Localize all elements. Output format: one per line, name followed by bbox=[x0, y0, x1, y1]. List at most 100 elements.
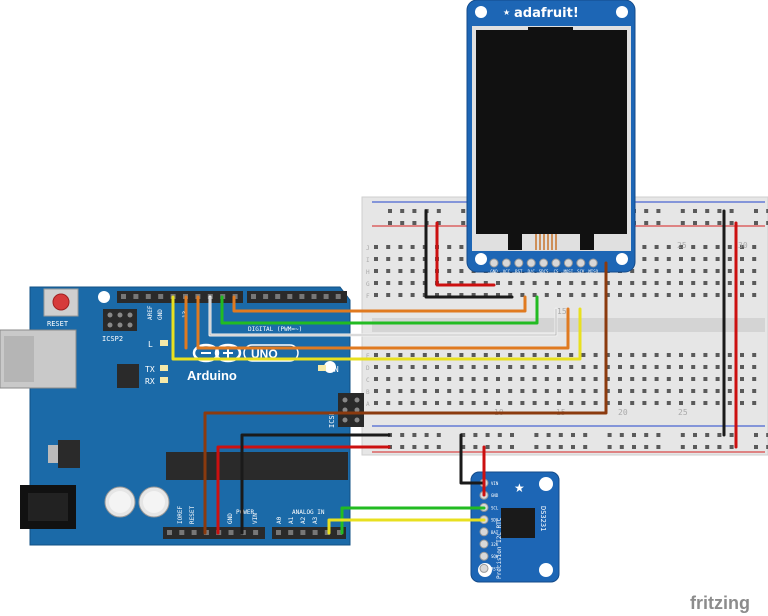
aref-label: AREF bbox=[147, 305, 154, 320]
breadboard-hole bbox=[740, 365, 744, 369]
breadboard-hole bbox=[593, 365, 598, 369]
flex-cable bbox=[535, 234, 557, 250]
breadboard-hole bbox=[605, 377, 610, 381]
wire-orange-d8 bbox=[232, 295, 527, 313]
breadboard-hole bbox=[410, 353, 415, 357]
breadboard-hole bbox=[520, 293, 525, 297]
header-pin bbox=[275, 294, 281, 299]
tx-label: TX bbox=[145, 365, 155, 374]
rail-hole bbox=[619, 445, 624, 449]
rail-hole bbox=[680, 445, 685, 449]
breadboard-hole bbox=[374, 377, 378, 381]
breadboard-hole bbox=[581, 293, 586, 297]
breadboard-hole bbox=[727, 281, 732, 285]
breadboard-hole bbox=[471, 377, 476, 381]
rail-hole bbox=[729, 433, 734, 437]
breadboard-hole bbox=[459, 269, 464, 273]
breadboard-hole bbox=[447, 293, 452, 297]
rtc-pin-label: RST bbox=[491, 566, 499, 571]
rtc-pin bbox=[479, 527, 489, 537]
breadboard-hole bbox=[544, 293, 549, 297]
breadboard-hole bbox=[544, 365, 549, 369]
digital-header-right bbox=[247, 291, 347, 303]
rtc-pin bbox=[479, 563, 489, 573]
breadboard-hole bbox=[569, 293, 574, 297]
rail-hole bbox=[510, 433, 514, 437]
breadboard-hole bbox=[386, 245, 391, 249]
breadboard-hole bbox=[569, 389, 574, 393]
breadboard-hole bbox=[447, 257, 452, 261]
breadboard-hole bbox=[715, 353, 720, 357]
wire-brown-miso bbox=[203, 261, 608, 535]
breadboard-hole bbox=[618, 401, 622, 405]
breadboard-hole bbox=[679, 269, 683, 273]
breadboard-hole bbox=[703, 389, 708, 393]
rail-hole bbox=[705, 209, 710, 213]
rail-hole bbox=[632, 445, 636, 449]
breadboard-hole bbox=[471, 365, 476, 369]
breadboard-hole bbox=[581, 365, 586, 369]
rail-hole bbox=[656, 209, 661, 213]
mount-hole bbox=[324, 361, 336, 373]
breadboard-hole bbox=[654, 365, 659, 369]
rail-hole bbox=[705, 221, 710, 225]
digital-label: DIGITAL (PWM=~) bbox=[248, 326, 302, 333]
breadboard-hole bbox=[642, 365, 647, 369]
breadboard-hole bbox=[727, 389, 732, 393]
breadboard-hole bbox=[435, 377, 439, 381]
rail-hole bbox=[656, 445, 661, 449]
wire-red-5v bbox=[216, 445, 391, 535]
breadboard-hole bbox=[532, 293, 537, 297]
tft-pin-label: D/C bbox=[528, 269, 536, 274]
breadboard-hole bbox=[386, 269, 391, 273]
tft-pin bbox=[551, 258, 561, 268]
header-pin bbox=[145, 294, 151, 299]
breadboard-hole bbox=[618, 353, 622, 357]
rail-hole bbox=[693, 209, 697, 213]
breadboard-hole bbox=[691, 365, 696, 369]
row-letter: G bbox=[366, 281, 370, 288]
power-label: POWER bbox=[236, 509, 254, 516]
wire-orange-d11 bbox=[196, 295, 570, 350]
tft-pin-label: GND bbox=[490, 269, 498, 274]
breadboard-hole bbox=[630, 389, 635, 393]
breadboard-hole bbox=[398, 389, 403, 393]
breadboard-hole bbox=[520, 377, 525, 381]
breadboard-hole bbox=[593, 401, 598, 405]
rtc-pin-label: SQW bbox=[491, 554, 499, 559]
row-letter: B bbox=[366, 389, 370, 396]
breadboard-hole bbox=[593, 293, 598, 297]
mount-hole bbox=[539, 563, 553, 577]
breadboard-hole bbox=[666, 353, 671, 357]
breadboard-hole bbox=[642, 401, 647, 405]
breadboard-hole bbox=[410, 377, 415, 381]
breadboard-hole bbox=[398, 377, 403, 381]
breadboard-hole bbox=[605, 401, 610, 405]
rail-hole bbox=[632, 433, 636, 437]
header-pin bbox=[276, 530, 281, 535]
breadboard-hole bbox=[581, 353, 586, 357]
breadboard-hole bbox=[630, 365, 635, 369]
tft-pin-label: SDCS bbox=[539, 269, 549, 274]
breadboard-hole bbox=[752, 401, 757, 405]
power-header bbox=[163, 527, 265, 539]
breadboard-hole bbox=[410, 401, 415, 405]
reset-button-cap[interactable] bbox=[52, 293, 70, 311]
breadboard-hole bbox=[740, 293, 744, 297]
breadboard-hole bbox=[569, 365, 574, 369]
breadboard-hole bbox=[496, 389, 500, 393]
breadboard-hole bbox=[715, 293, 720, 297]
breadboard-hole bbox=[605, 365, 610, 369]
breadboard-hole bbox=[715, 269, 720, 273]
icsp2-header bbox=[103, 309, 137, 331]
a2-label: A2 bbox=[300, 516, 307, 524]
breadboard-hole bbox=[642, 245, 647, 249]
wire-black-tft-gnd bbox=[424, 209, 514, 299]
wire-green-scl bbox=[340, 506, 486, 535]
rail-hole bbox=[436, 445, 441, 449]
row-letter: H bbox=[366, 269, 370, 276]
star-icon: ★ bbox=[503, 8, 510, 17]
rail-hole bbox=[717, 433, 722, 437]
breadboard-hole bbox=[483, 365, 488, 369]
